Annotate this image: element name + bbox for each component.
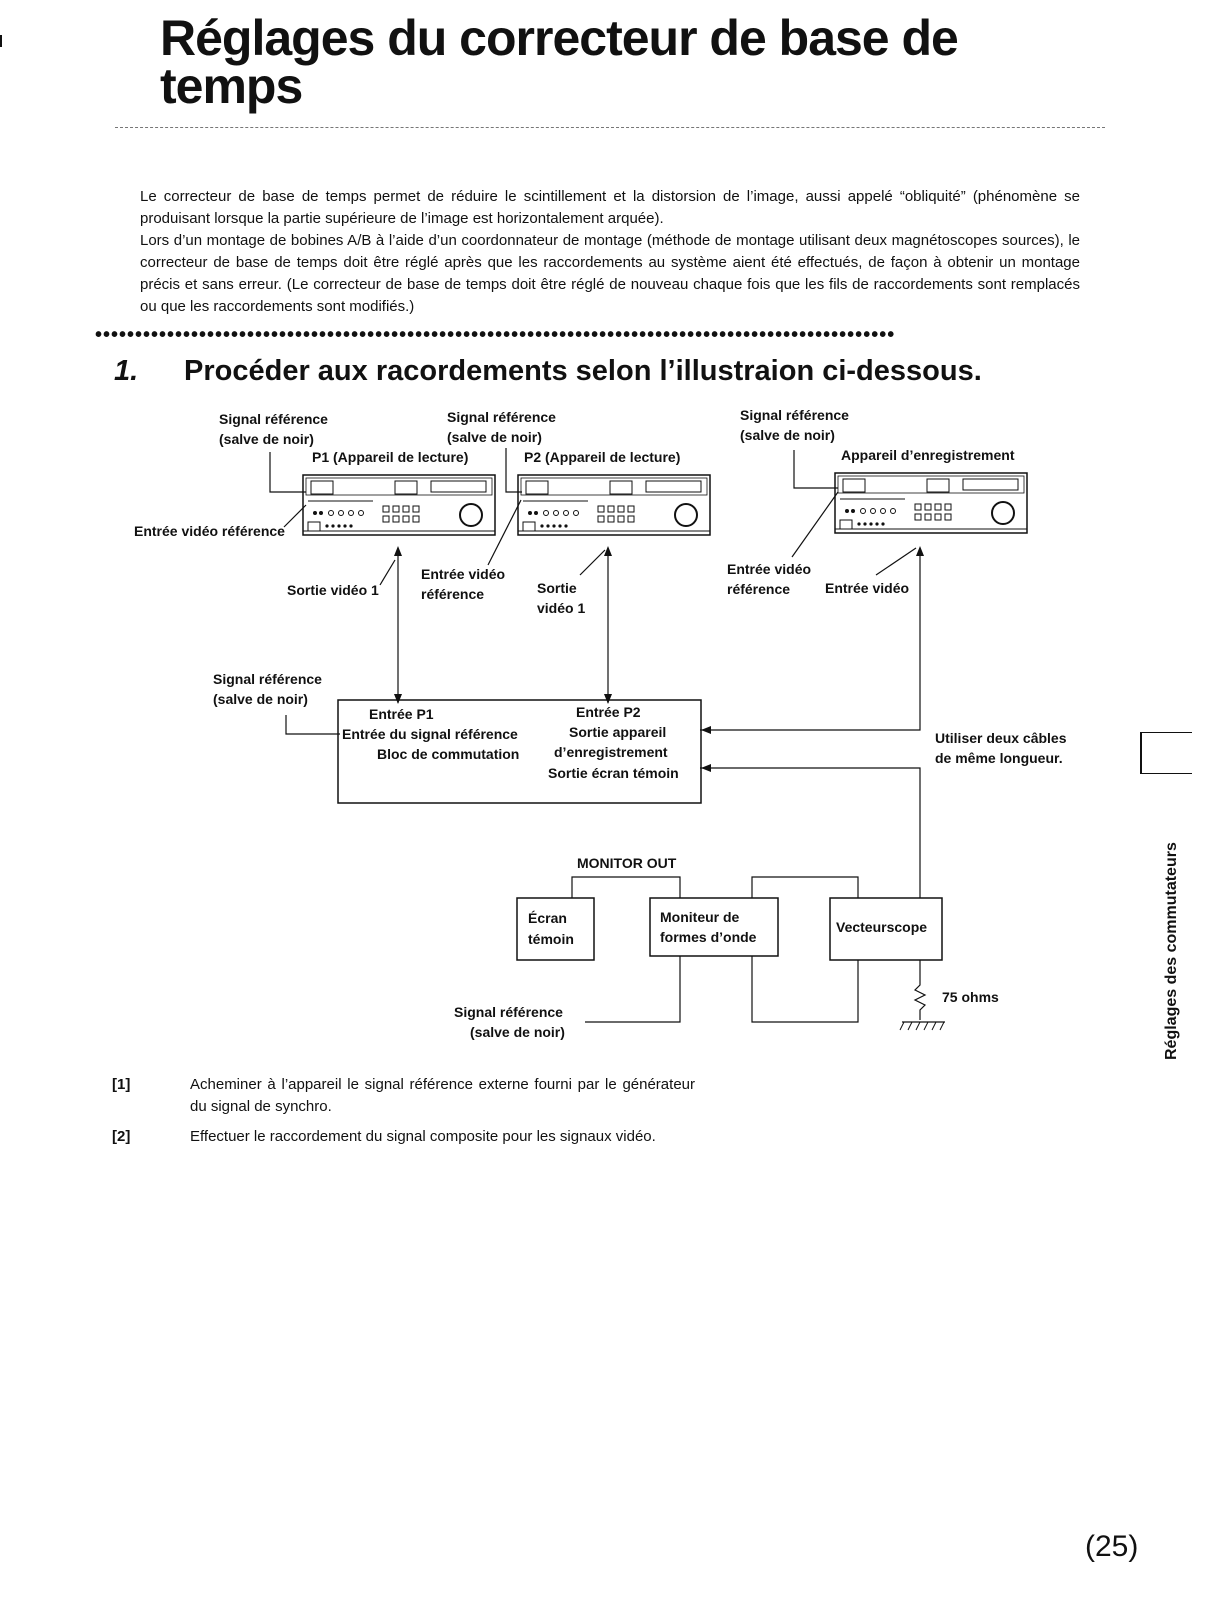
label-video-out-p2-a: Sortie bbox=[537, 580, 577, 596]
page-number: (25) bbox=[1085, 1530, 1139, 1563]
label-input-p2: Entrée P2 bbox=[576, 704, 641, 720]
label-ref-burst-5: (salve de noir) bbox=[470, 1024, 565, 1040]
label-screen-a: Écran bbox=[528, 910, 567, 926]
label-video-in-rec: Entrée vidéo bbox=[825, 580, 909, 596]
label-ref-video-in-p2-b: référence bbox=[421, 586, 484, 602]
switching-block-box bbox=[337, 699, 702, 804]
label-ref-signal-4: Signal référence bbox=[213, 671, 322, 687]
monitor-screen-box bbox=[516, 897, 595, 961]
label-ref-burst-3: (salve de noir) bbox=[740, 427, 835, 443]
label-switching-block: Bloc de commutation bbox=[377, 746, 519, 762]
label-ref-video-in-p1: Entrée vidéo référence bbox=[134, 523, 285, 539]
dotted-divider: ••••••••••••••••••••••••••••••••••••••••… bbox=[95, 330, 1125, 340]
label-p1: P1 (Appareil de lecture) bbox=[312, 449, 468, 465]
label-recorder-out-a: Sortie appareil bbox=[569, 724, 666, 740]
label-video-out-p1: Sortie vidéo 1 bbox=[287, 582, 379, 598]
connection-diagram: Signal référence (salve de noir) Signal … bbox=[134, 407, 1067, 1040]
label-video-out-p2-b: vidéo 1 bbox=[537, 600, 585, 616]
note-text: Effectuer le raccordement du signal comp… bbox=[190, 1128, 656, 1145]
vcr-p2 bbox=[517, 474, 711, 536]
vcr-recorder bbox=[834, 472, 1028, 534]
label-screen-b: témoin bbox=[528, 931, 574, 947]
note-number: [2] bbox=[112, 1128, 131, 1145]
label-ref-signal-5: Signal référence bbox=[454, 1004, 563, 1020]
label-monitor-out: Sortie écran témoin bbox=[548, 765, 679, 781]
note-number: [1] bbox=[112, 1076, 131, 1093]
label-cables-b: de même longueur. bbox=[935, 750, 1063, 766]
intro-paragraph-2: Lors d’un montage de bobines A/B à l’aid… bbox=[140, 232, 1080, 315]
arrowheads bbox=[394, 546, 924, 772]
label-waveform-a: Moniteur de bbox=[660, 909, 740, 925]
label-ref-video-in-p2-a: Entrée vidéo bbox=[421, 566, 505, 582]
label-ref-video-in-rec-a: Entrée vidéo bbox=[727, 561, 811, 577]
label-input-p1: Entrée P1 bbox=[369, 706, 434, 722]
step-number: 1. bbox=[114, 355, 139, 387]
label-ref-signal-3: Signal référence bbox=[740, 407, 849, 423]
label-recorder: Appareil d’enregistrement bbox=[841, 447, 1015, 463]
label-p2: P2 (Appareil de lecture) bbox=[524, 449, 680, 465]
label-vectorscope: Vecteurscope bbox=[836, 919, 927, 935]
note-text: Acheminer à l’appareil le signal référen… bbox=[190, 1076, 695, 1115]
notes-list: [1] Acheminer à l’appareil le signal réf… bbox=[112, 1074, 712, 1156]
wires bbox=[269, 448, 945, 1023]
label-waveform-b: formes d’onde bbox=[660, 929, 757, 945]
note-item: [2] Effectuer le raccordement du signal … bbox=[112, 1126, 712, 1148]
vectorscope-box bbox=[829, 897, 943, 961]
label-75-ohms: 75 ohms bbox=[942, 989, 999, 1005]
label-ref-burst-2: (salve de noir) bbox=[447, 429, 542, 445]
note-item: [1] Acheminer à l’appareil le signal réf… bbox=[112, 1074, 712, 1118]
label-recorder-out-b: d’enregistrement bbox=[554, 744, 668, 760]
margin-mark bbox=[0, 35, 2, 47]
step-heading: 1. Procéder aux racordements selon l’illu… bbox=[114, 355, 982, 388]
vcr-p1 bbox=[302, 474, 496, 536]
label-ref-video-in-rec-b: référence bbox=[727, 581, 790, 597]
intro-text: Le correcteur de base de temps permet de… bbox=[140, 186, 1080, 318]
step-text: Procéder aux racordements selon l’illust… bbox=[184, 355, 982, 387]
section-label: Réglages des commutateurs bbox=[1163, 842, 1180, 1060]
section-tab bbox=[1140, 732, 1192, 774]
label-ref-signal-2: Signal référence bbox=[447, 409, 556, 425]
waveform-monitor-box bbox=[649, 897, 779, 957]
title-divider bbox=[115, 127, 1105, 128]
ground-symbol bbox=[899, 1021, 945, 1031]
label-ref-signal-1: Signal référence bbox=[219, 411, 328, 427]
label-ref-burst-4: (salve de noir) bbox=[213, 691, 308, 707]
page-title: Réglages du correcteur de base de temps bbox=[160, 10, 959, 114]
label-monitor-out-caps: MONITOR OUT bbox=[577, 855, 677, 871]
label-ref-signal-input: Entrée du signal référence bbox=[342, 726, 518, 742]
label-cables-a: Utiliser deux câbles bbox=[935, 730, 1067, 746]
intro-paragraph-1: Le correcteur de base de temps permet de… bbox=[140, 188, 1080, 227]
label-ref-burst-1: (salve de noir) bbox=[219, 431, 314, 447]
